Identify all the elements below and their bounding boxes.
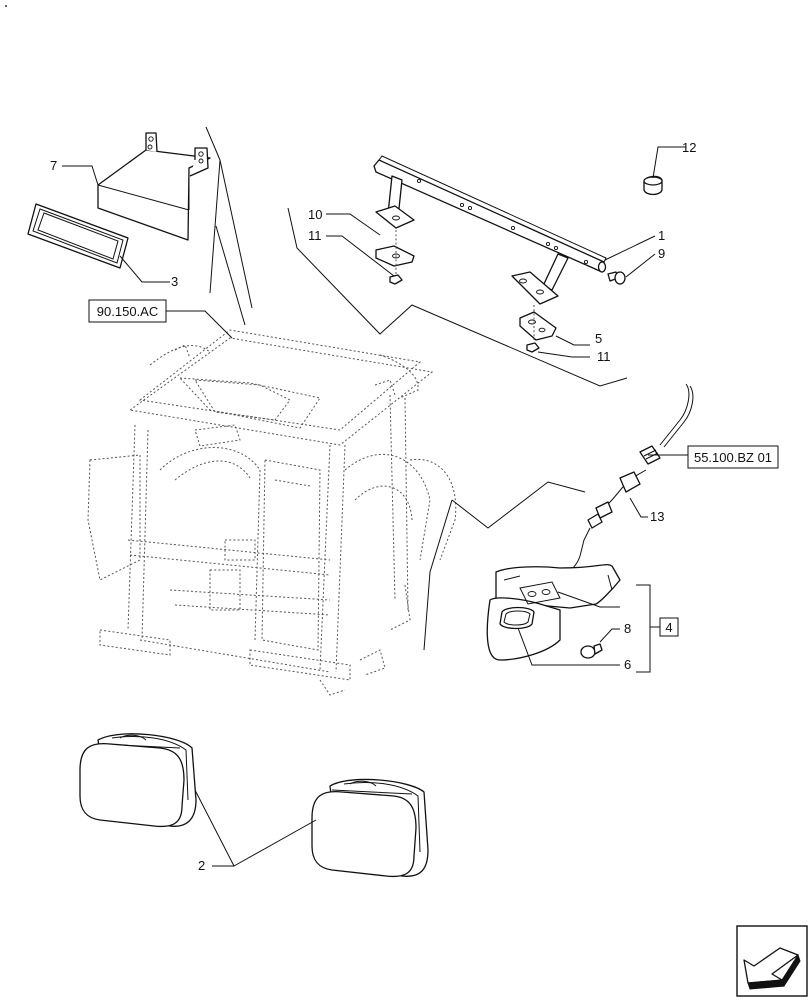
- part-2-lamp-left: [79, 733, 197, 828]
- part-7-housing: [97, 132, 211, 241]
- cab-outline: [87, 329, 457, 696]
- callout-3: 3: [171, 274, 178, 289]
- part-6-lens: [499, 606, 535, 630]
- callout-6: 6: [624, 657, 631, 672]
- callout-7: 7: [50, 158, 57, 173]
- callout-8: 8: [624, 621, 631, 636]
- ref-cab: 90.150.AC: [97, 304, 158, 319]
- ref-harness: 55.100.BZ 01: [694, 450, 772, 465]
- callout-12: 12: [682, 140, 696, 155]
- harness-cable: [547, 383, 694, 591]
- callout-2: 2: [198, 858, 205, 873]
- part-11-nut-right: [526, 342, 540, 353]
- callout-13: 13: [650, 509, 664, 524]
- callout-1: 1: [658, 228, 665, 243]
- part-12-cap: [643, 175, 663, 196]
- part-10-pad: [375, 245, 415, 267]
- part-9-bolt: [607, 271, 626, 285]
- part-2-lamp-right: [311, 778, 429, 878]
- callout-10: 10: [308, 207, 322, 222]
- callout-11-left: 11: [308, 228, 322, 243]
- group-box-4: 4: [665, 620, 672, 635]
- next-page-arrow-icon[interactable]: [736, 925, 808, 997]
- part-11-nut-left: [389, 274, 403, 285]
- part-8-bulb: [580, 643, 603, 659]
- callout-5: 5: [595, 331, 602, 346]
- callout-11-right: 11: [597, 349, 611, 364]
- part-5-pad: [519, 311, 557, 341]
- callout-9: 9: [658, 246, 665, 261]
- part-1-bar: [373, 155, 607, 305]
- part-3-lens: [27, 203, 129, 269]
- corner-dot: [5, 5, 7, 7]
